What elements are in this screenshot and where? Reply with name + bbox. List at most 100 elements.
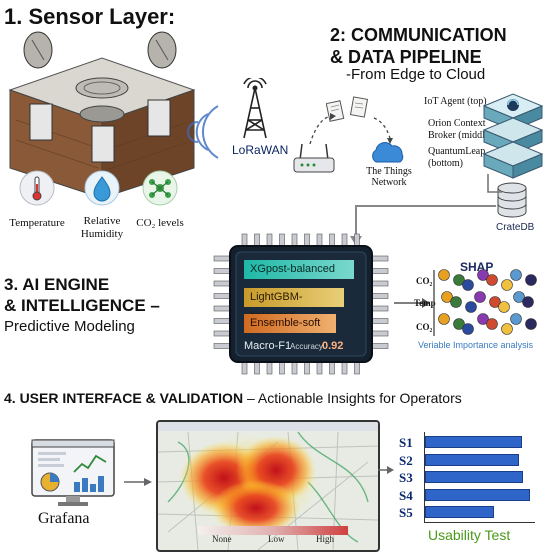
shap-dot: [438, 269, 450, 281]
humidity-item: Relative Humidity: [74, 170, 130, 241]
model-bar-ensemble: Ensemble-soft: [244, 314, 336, 333]
things-network-line2: Network: [371, 177, 407, 188]
things-network-label: The Things Network: [354, 166, 424, 188]
shap-dot: [450, 296, 462, 308]
shap-dot: [510, 313, 522, 325]
usability-category-label: S4: [399, 487, 413, 503]
shap-dot: [498, 301, 510, 313]
model-bar-lightgbm: LightGBM-balanced: [244, 288, 344, 322]
router-icon: [293, 143, 335, 173]
usability-bar: [425, 453, 519, 466]
usability-row: S4: [399, 488, 535, 503]
shap-dot: [462, 279, 474, 291]
shap-dot: [501, 279, 513, 291]
usability-category-label: S2: [399, 452, 413, 468]
cratedb-label: CrateDB: [496, 222, 535, 233]
shap-dot: [525, 274, 537, 286]
communication-title: 2: COMMUNICATION & DATA PIPELINE: [330, 24, 507, 68]
usability-row: S2: [399, 453, 535, 468]
grafana-to-map-arrow: [124, 478, 152, 486]
heatmap-window: [156, 420, 380, 552]
shap-feature-co2-top: CO₂: [416, 276, 433, 286]
model-label-xgboost: XGpost-balanced: [250, 263, 335, 275]
orion-broker-label: Orion Context Broker (middle): [428, 118, 493, 141]
usability-category-label: S1: [399, 435, 413, 450]
ai-engine-title-line2: & INTELLIGENCE –: [4, 296, 160, 315]
lorawan-label: LoRaWAN: [232, 143, 289, 157]
shap-dot: [501, 323, 513, 335]
map-to-usability-arrow: [378, 466, 394, 474]
usability-bar: [425, 436, 522, 448]
accuracy-label: Accuracy: [290, 342, 323, 351]
shap-dot: [462, 323, 474, 335]
ui-title-rest: – Actionable Insights for Operators: [243, 390, 462, 406]
shap-dot: [522, 296, 534, 308]
shap-dot: [465, 301, 477, 313]
database-icon: [497, 182, 527, 218]
humidity-label: Relative Humidity: [80, 215, 124, 240]
usability-bar: [425, 488, 530, 501]
usability-row: S1: [399, 435, 535, 450]
sensor-layer-title: 1. Sensor Layer:: [4, 4, 176, 29]
droplet-icon: [84, 170, 120, 206]
fiware-stack-icon: [482, 93, 544, 179]
shap-dot: [453, 318, 465, 330]
ai-engine-title-line1: 3. AI ENGINE: [4, 275, 110, 294]
sensor-block-illustration: [8, 31, 196, 199]
usability-title: Usability Test: [428, 527, 511, 543]
things-network-line1: The Things: [366, 166, 412, 177]
usability-row: S3: [399, 470, 535, 485]
shap-feature-temp: Temp: [414, 298, 436, 308]
ui-section-title: 4. USER INTERFACE & VALIDATION – Actiona…: [4, 390, 462, 406]
co2-item: CO₂ levels: [128, 170, 192, 229]
usability-row: S5: [399, 505, 535, 520]
shap-dot: [510, 269, 522, 281]
shap-beeswarm: [433, 269, 537, 336]
thermometer-icon: [19, 170, 55, 206]
shap-dot: [474, 291, 486, 303]
heat-legend-low: Low: [268, 534, 285, 544]
communication-title-line1: 2: COMMUNICATION: [330, 25, 507, 45]
heat-legend-high: High: [316, 534, 334, 544]
temperature-item: Temperature: [6, 170, 68, 229]
model-bar-xgboost: XGpost-balanced: [244, 260, 354, 279]
ai-model-bars: XGpost-balanced LightGBM-balanced Ensemb…: [244, 260, 354, 340]
usability-category-label: S3: [399, 470, 413, 485]
model-label-ensemble: Ensemble-soft: [250, 317, 321, 329]
molecule-icon: [142, 170, 178, 206]
shap-dot: [477, 313, 489, 325]
shap-dot: [525, 318, 537, 330]
radio-waves-icon: [187, 105, 219, 159]
macro-f1-label: Macro-F1: [244, 340, 292, 352]
usability-bar: [425, 471, 523, 483]
shap-dot: [513, 291, 525, 303]
grafana-label: Grafana: [38, 510, 90, 527]
shap-feature-co2-bottom: CO₂: [416, 322, 433, 332]
ai-engine-subtitle: Predictive Modeling: [4, 318, 135, 335]
iot-agent-label: IoT Agent (top): [424, 96, 487, 107]
comm-flow-arrows: [309, 113, 393, 145]
communication-title-line2: & DATA PIPELINE: [330, 47, 482, 67]
lorawan-tower-icon: [243, 78, 267, 139]
co2-label: CO₂ levels: [136, 217, 184, 229]
accuracy-value: 0.92: [322, 340, 344, 352]
cloud-icon: [372, 142, 404, 163]
shap-dot: [477, 269, 489, 281]
shap-dot: [486, 318, 498, 330]
heat-legend-none: None: [212, 534, 232, 544]
ui-title-bold: 4. USER INTERFACE & VALIDATION: [4, 390, 244, 406]
shap-caption: Veriable Importance analysis: [418, 340, 534, 350]
usability-category-label: S5: [399, 505, 413, 520]
grafana-dashboard-icon: [31, 439, 115, 506]
chip-to-shap-arrow: [394, 298, 430, 308]
communication-subtitle: -From Edge to Cloud: [346, 66, 486, 83]
heatmap-map: [158, 422, 378, 550]
shap-dot: [486, 274, 498, 286]
shap-dot: [438, 313, 450, 325]
shap-dot: [489, 296, 501, 308]
shap-dot: [441, 291, 453, 303]
shap-dot: [453, 274, 465, 286]
usability-bar: [425, 506, 495, 518]
